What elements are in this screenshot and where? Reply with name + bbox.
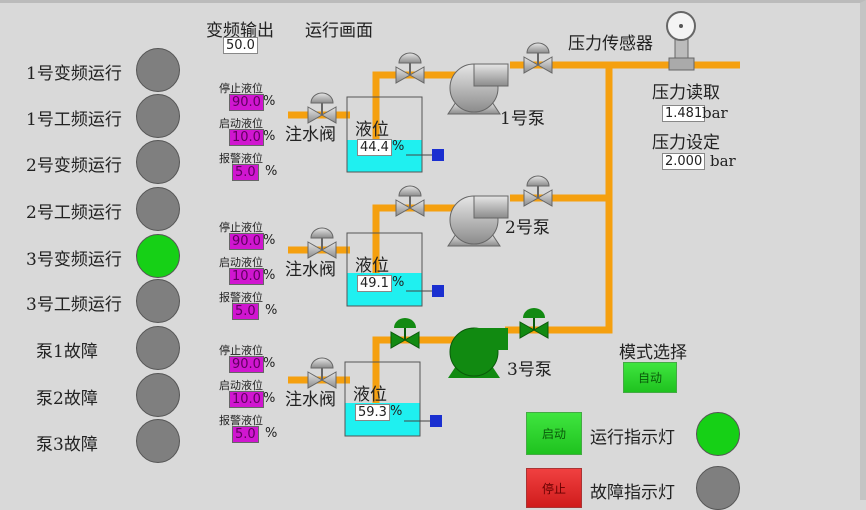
start-level-label: 启动液位	[219, 256, 263, 269]
stop-level-value[interactable]: 90.0	[229, 356, 264, 373]
status-label: 3号变频运行	[26, 250, 122, 270]
stop-level-label: 停止液位	[219, 82, 263, 95]
alarm-level-value[interactable]: 5.0	[232, 426, 259, 443]
percent-unit: %	[263, 391, 276, 406]
pressure-set-value[interactable]: 2.000	[662, 153, 706, 170]
status-label: 泵2故障	[36, 389, 98, 409]
start-level-label: 启动液位	[219, 379, 263, 392]
pump-1-icon	[447, 63, 509, 115]
status-lamp	[136, 279, 180, 323]
status-label: 2号变频运行	[26, 156, 122, 176]
percent-unit: %	[263, 129, 276, 144]
pressure-sensor-label: 压力传感器	[568, 34, 653, 54]
percent-unit: %	[392, 275, 405, 290]
level-sensor-icon	[404, 415, 442, 427]
status-lamp	[136, 234, 180, 278]
vfd-output-label: 变频输出	[206, 21, 274, 41]
level-value: 44.4	[357, 139, 392, 156]
stop-level-label: 停止液位	[219, 221, 263, 234]
level-sensor-icon	[406, 285, 444, 297]
percent-unit: %	[263, 268, 276, 283]
start-button[interactable]: 启动	[526, 412, 582, 455]
pressure-set-unit: bar	[710, 152, 736, 170]
pressure-read-value: 1.481	[662, 105, 706, 122]
percent-unit: %	[263, 356, 276, 371]
pump-3-icon	[447, 327, 509, 379]
level-label: 液位	[355, 120, 389, 140]
start-level-value[interactable]: 10.0	[229, 129, 264, 146]
inlet-valve-label: 注水阀	[285, 390, 336, 410]
stop-level-value[interactable]: 90.0	[229, 233, 264, 250]
alarm-level-label: 报警液位	[219, 152, 263, 165]
status-label: 1号变频运行	[26, 64, 122, 84]
status-lamp	[136, 187, 180, 231]
inlet-valve-label: 注水阀	[285, 125, 336, 145]
percent-unit: %	[265, 426, 278, 441]
percent-unit: %	[263, 94, 276, 109]
fault-light-label: 故障指示灯	[590, 483, 675, 503]
pressure-read-label: 压力读取	[652, 83, 720, 103]
alarm-level-label: 报警液位	[219, 291, 263, 304]
inlet-valve-label: 注水阀	[285, 260, 336, 280]
status-lamp	[136, 419, 180, 463]
level-label: 液位	[353, 385, 387, 405]
pressure-set-label: 压力设定	[652, 133, 720, 153]
status-label: 3号工频运行	[26, 295, 122, 315]
level-sensor-icon	[406, 149, 444, 161]
percent-unit: %	[390, 404, 403, 419]
stop-button[interactable]: 停止	[526, 468, 582, 508]
status-label: 2号工频运行	[26, 203, 122, 223]
status-lamp	[136, 94, 180, 138]
run-light-label: 运行指示灯	[590, 428, 675, 448]
status-lamp	[136, 373, 180, 417]
run-indicator-light	[696, 412, 740, 456]
level-label: 液位	[355, 256, 389, 276]
status-label: 泵3故障	[36, 435, 98, 455]
pressure-read-unit: bar	[702, 104, 728, 122]
alarm-level-label: 报警液位	[219, 414, 263, 427]
fault-indicator-light	[696, 466, 740, 510]
pump-2-icon	[447, 195, 509, 247]
mode-label: 模式选择	[619, 343, 687, 363]
pressure-gauge-icon	[666, 11, 696, 71]
level-value: 59.3	[355, 404, 390, 421]
percent-unit: %	[265, 303, 278, 318]
status-label: 1号工频运行	[26, 110, 122, 130]
start-level-value[interactable]: 10.0	[229, 268, 264, 285]
stop-level-label: 停止液位	[219, 344, 263, 357]
alarm-level-value[interactable]: 5.0	[232, 164, 259, 181]
status-label: 泵1故障	[36, 342, 98, 362]
start-level-label: 启动液位	[219, 117, 263, 130]
mode-auto-button[interactable]: 自动	[623, 362, 677, 393]
percent-unit: %	[392, 139, 405, 154]
status-lamp	[136, 326, 180, 370]
start-level-value[interactable]: 10.0	[229, 391, 264, 408]
alarm-level-value[interactable]: 5.0	[232, 303, 259, 320]
pump-label: 3号泵	[507, 360, 552, 380]
status-lamp	[136, 48, 180, 92]
percent-unit: %	[265, 164, 278, 179]
level-value: 49.1	[357, 275, 392, 292]
pump-label: 2号泵	[505, 218, 550, 238]
pump-label: 1号泵	[500, 109, 545, 129]
stop-level-value[interactable]: 90.0	[229, 94, 264, 111]
status-lamp	[136, 140, 180, 184]
percent-unit: %	[263, 233, 276, 248]
screen-title: 运行画面	[305, 21, 373, 41]
vfd-output-value: 50.0	[223, 37, 258, 54]
